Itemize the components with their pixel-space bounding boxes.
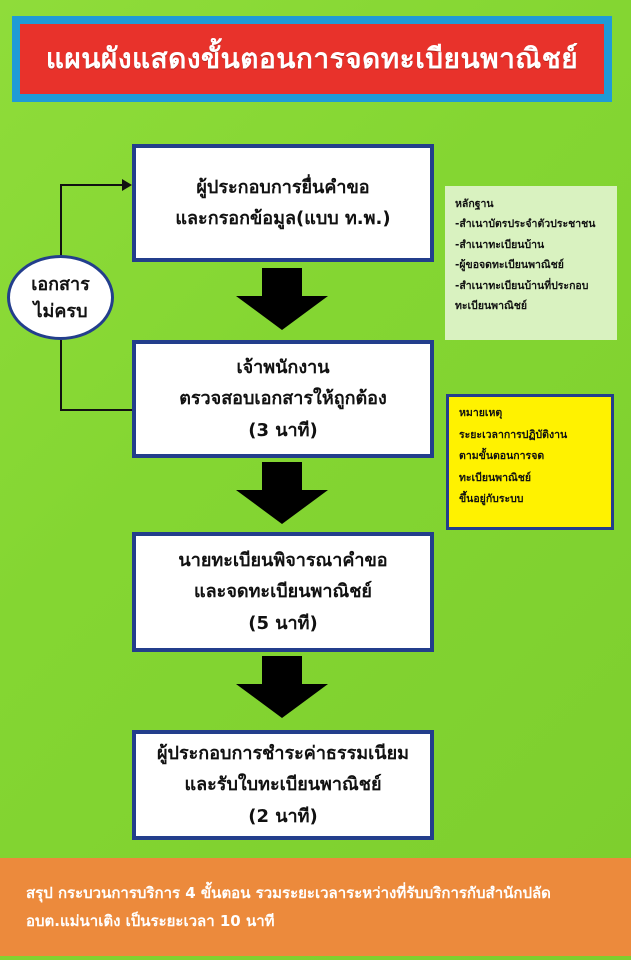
- note-item: ขึ้นอยู่กับระบบ: [459, 493, 524, 506]
- note-item: ระยะเวลาการปฏิบัติงาน: [459, 428, 568, 441]
- evidence-item: -สำเนาทะเบียนบ้านที่ประกอบ: [455, 279, 589, 292]
- step-4-box: ผู้ประกอบการชำระค่าธรรมเนียม และรับใบทะเ…: [132, 730, 434, 840]
- evidence-heading: หลักฐาน: [455, 198, 494, 210]
- incomplete-docs-circle: เอกสาร ไม่ครบ: [7, 255, 114, 340]
- down-arrow-1-shaft: [262, 268, 302, 298]
- note-panel: หมายเหตุ ระยะเวลาการปฏิบัติงาน ตามขั้นตอ…: [446, 394, 614, 530]
- evidence-item: ทะเบียนพาณิชย์: [455, 300, 527, 313]
- evidence-panel: หลักฐาน -สำเนาบัตรประจำตัวประชาชน -สำเนา…: [445, 186, 617, 340]
- down-arrow-2-shaft: [262, 462, 302, 492]
- loop-line-top: [60, 184, 124, 186]
- note-item: ตามขั้นตอนการจด: [459, 450, 545, 463]
- loop-line-bottom: [60, 409, 132, 411]
- loop-arrow-icon: [122, 179, 132, 191]
- evidence-item: -สำเนาทะเบียนบ้าน: [455, 238, 545, 251]
- evidence-item: -สำเนาบัตรประจำตัวประชาชน: [455, 218, 596, 231]
- summary-line: อบต.แม่นาเติง เป็นระยะเวลา 10 นาที: [26, 912, 275, 930]
- note-item: ทะเบียนพาณิชย์: [459, 471, 531, 484]
- down-arrow-1-icon: [236, 296, 328, 330]
- step-1-box: ผู้ประกอบการยื่นคำขอ และกรอกข้อมูล(แบบ ท…: [132, 144, 434, 262]
- step-3-box: นายทะเบียนพิจารณาคำขอ และจดทะเบียนพาณิชย…: [132, 532, 434, 652]
- loop-line-up: [60, 184, 62, 256]
- down-arrow-2-icon: [236, 490, 328, 524]
- evidence-item: -ผู้ขอจดทะเบียนพาณิชย์: [455, 259, 564, 272]
- note-heading: หมายเหตุ: [459, 407, 503, 419]
- summary-banner: สรุป กระบวนการบริการ 4 ขั้นตอน รวมระยะเว…: [0, 858, 631, 956]
- down-arrow-3-shaft: [262, 656, 302, 686]
- summary-line: สรุป กระบวนการบริการ 4 ขั้นตอน รวมระยะเว…: [26, 883, 551, 902]
- title-banner: แผนผังแสดงขั้นตอนการจดทะเบียนพาณิชย์: [12, 16, 612, 102]
- step-2-box: เจ้าพนักงาน ตรวจสอบเอกสารให้ถูกต้อง (3 น…: [132, 340, 434, 458]
- down-arrow-3-icon: [236, 684, 328, 718]
- page-title: แผนผังแสดงขั้นตอนการจดทะเบียนพาณิชย์: [45, 42, 579, 75]
- loop-line-down: [60, 340, 62, 410]
